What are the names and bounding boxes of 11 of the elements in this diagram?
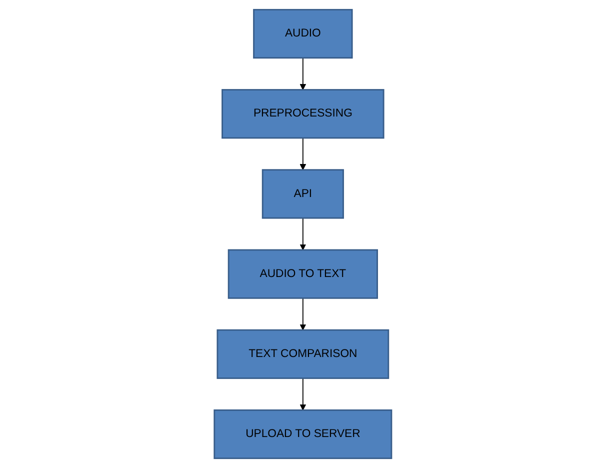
- node-box: AUDIO: [253, 8, 353, 58]
- node-box: API: [262, 168, 344, 218]
- arrow: [300, 137, 306, 170]
- node-box: PREPROCESSING: [222, 88, 384, 138]
- node-box: AUDIO TO TEXT: [228, 248, 378, 298]
- arrow: [300, 297, 306, 330]
- node-box: TEXT COMPARISON: [216, 328, 390, 378]
- arrow: [300, 56, 306, 90]
- node-box: UPLOAD TO SERVER: [214, 408, 392, 459]
- arrow: [300, 217, 306, 250]
- arrow: [300, 377, 306, 410]
